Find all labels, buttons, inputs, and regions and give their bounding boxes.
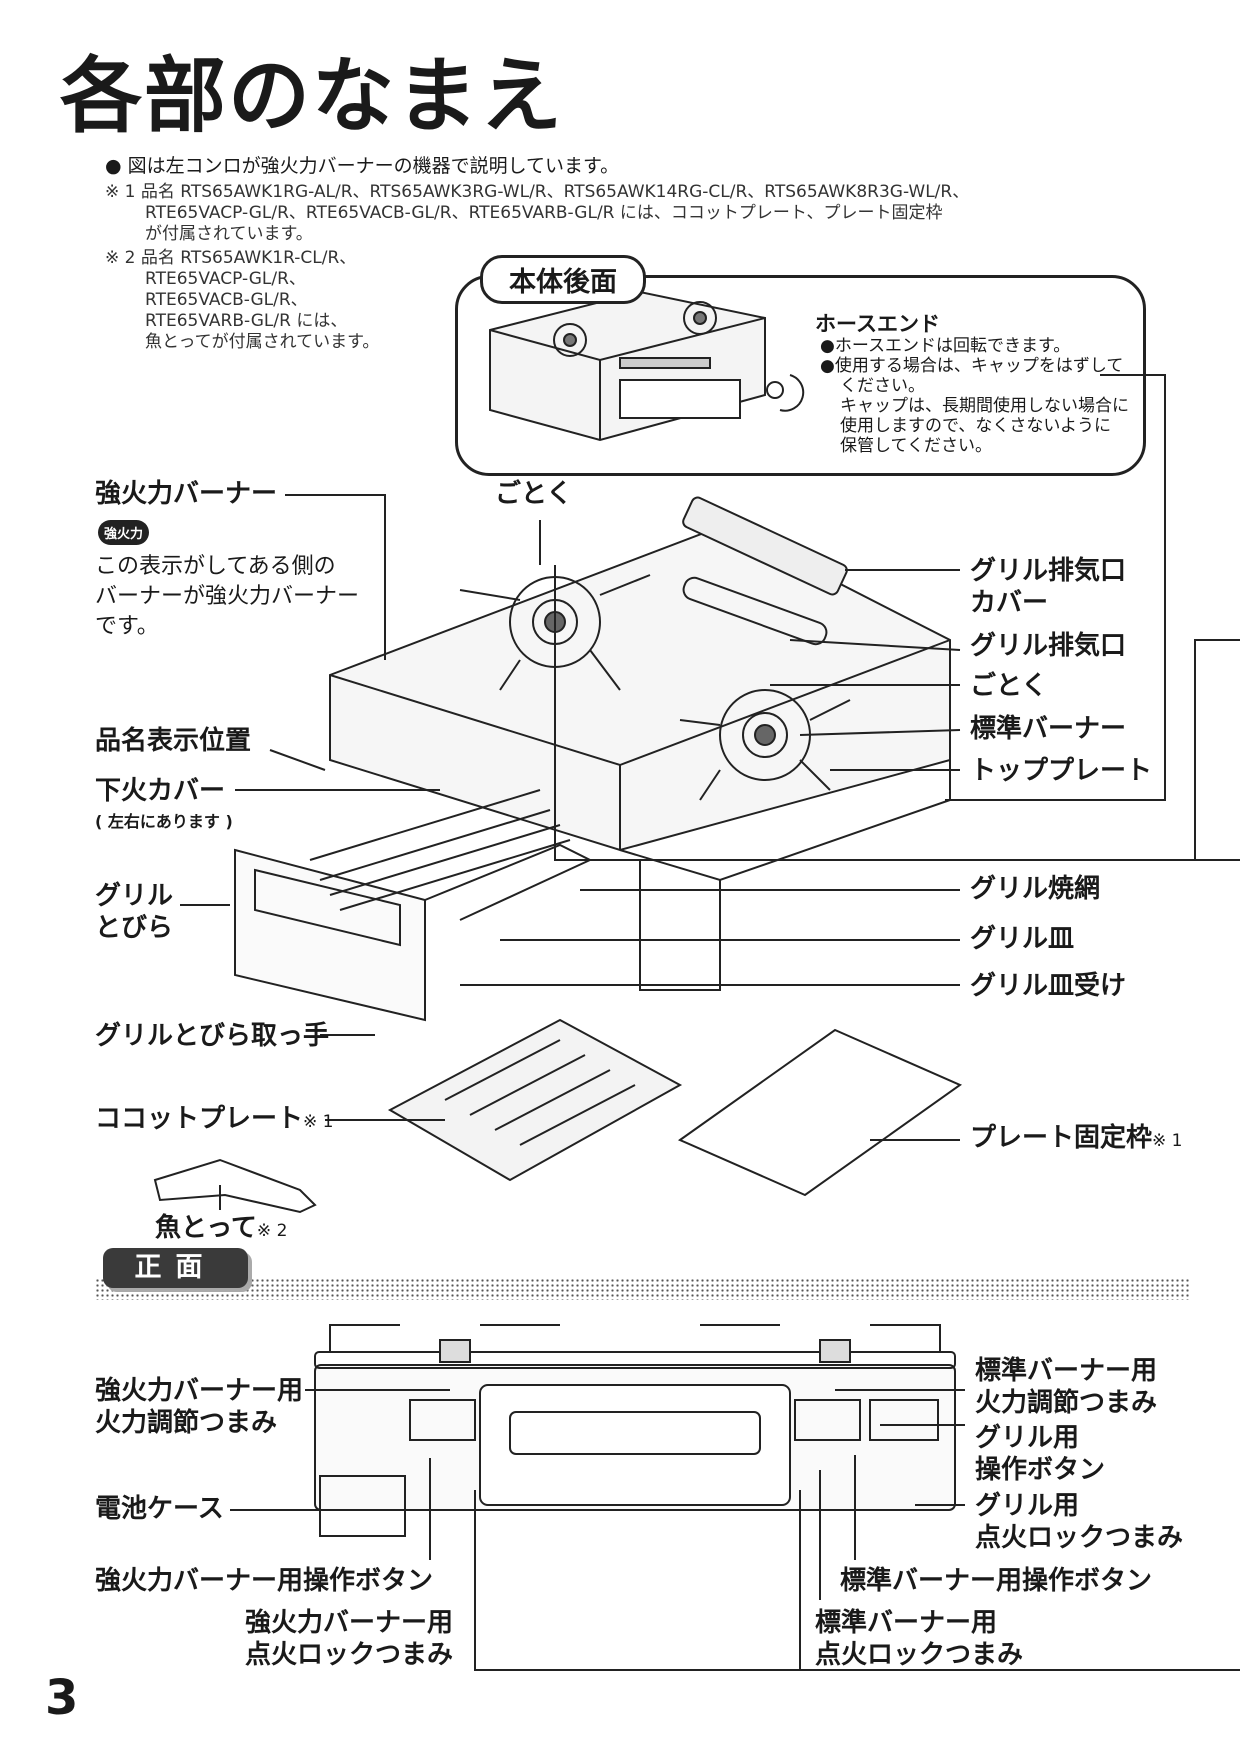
rear-view-box [455, 275, 1146, 476]
page-title: 各部のなまえ [60, 48, 565, 144]
label-strong-lock-2: 点火ロックつまみ [245, 1640, 454, 1670]
intro-note: ● 図は左コンロが強火力バーナーの機器で説明しています。 [105, 155, 620, 177]
note2-line3: RTE65VACB-GL/R、 [145, 290, 308, 310]
label-std-knob-2: 火力調節つまみ [975, 1388, 1158, 1418]
note1-line3: が付属されています。 [145, 224, 313, 244]
label-strong-lock-1: 強火力バーナー用 [245, 1608, 454, 1638]
hose-note-6: 保管してください。 [840, 436, 992, 456]
label-grill-button-2: 操作ボタン [975, 1455, 1106, 1485]
page-number: 3 [45, 1670, 79, 1726]
label-grill-dish-receiver: グリル皿受け [970, 971, 1127, 1001]
label-std-button: 標準バーナー用操作ボタン [840, 1566, 1153, 1596]
label-grill-handle: グリルとびら取っ手 [95, 1021, 330, 1051]
label-grill-lock-1: グリル用 [975, 1491, 1080, 1521]
hose-note-1: ●ホースエンドは回転できます。 [820, 336, 1071, 356]
label-grill-vent-cover-2: カバー [970, 588, 1049, 618]
strong-desc-2: バーナーが強火力バーナー [95, 584, 360, 609]
label-grill-door-1: グリル [95, 881, 174, 911]
label-lower-cover: 下火カバー [95, 776, 226, 806]
label-grill-vent-cover-1: グリル排気口 [970, 556, 1127, 586]
label-standard-burner: 標準バーナー [970, 714, 1127, 744]
dotted-divider [95, 1278, 1190, 1300]
strong-desc-3: です。 [95, 614, 159, 639]
hose-note-4: キャップは、長期間使用しない場合に [840, 396, 1129, 416]
label-grill-net: グリル焼網 [970, 874, 1101, 904]
note2-line2: RTE65VACP-GL/R、 [145, 269, 306, 289]
label-lower-cover-note: ( 左右にあります ) [95, 812, 233, 831]
label-top-plate: トッププレート [970, 756, 1153, 786]
label-std-lock-2: 点火ロックつまみ [815, 1640, 1024, 1670]
label-grill-dish: グリル皿 [970, 924, 1075, 954]
hose-note-3: ください。 [840, 376, 925, 396]
label-fish-tongs: 魚とって※ 2 [155, 1213, 288, 1243]
label-gotoku-right: ごとく [970, 671, 1048, 701]
label-std-lock-1: 標準バーナー用 [815, 1608, 998, 1638]
label-grill-button-1: グリル用 [975, 1423, 1080, 1453]
note1-line1: ※ 1 品名 RTS65AWK1RG-AL/R、RTS65AWK3RG-WL/R… [105, 182, 970, 202]
strong-badge: 強火力 [98, 520, 150, 545]
hose-note-5: 使用しますので、なくさないように [840, 416, 1111, 436]
strong-desc-1: この表示がしてある側の [95, 554, 336, 579]
label-strong-knob-2: 火力調節つまみ [95, 1408, 278, 1438]
label-battery-case: 電池ケース [95, 1494, 224, 1524]
note1-line2: RTE65VACP-GL/R、RTE65VACB-GL/R、RTE65VARB-… [145, 203, 943, 223]
note2-line4: RTE65VARB-GL/R には、 [145, 311, 348, 331]
label-strong-knob-1: 強火力バーナー用 [95, 1376, 304, 1406]
label-plate-frame: プレート固定枠※ 1 [970, 1123, 1183, 1153]
leader-lines [180, 374, 1240, 1671]
rear-view-drawing [489, 290, 805, 442]
label-grill-lock-2: 点火ロックつまみ [975, 1523, 1184, 1553]
label-gotoku-top: ごとく [495, 479, 573, 509]
label-cocotte: ココットプレート※ 1 [95, 1104, 334, 1134]
label-std-knob-1: 標準バーナー用 [975, 1356, 1158, 1386]
cooktop-drawing [153, 496, 963, 1537]
label-grill-door-2: とびら [95, 913, 174, 943]
label-strong-burner: 強火力バーナー [95, 479, 278, 509]
note2-line5: 魚とってが付属されています。 [145, 332, 380, 352]
label-model-position: 品名表示位置 [95, 726, 252, 756]
front-view-tab: 正面 [103, 1248, 248, 1288]
label-grill-vent: グリル排気口 [970, 631, 1127, 661]
hose-end-title: ホースエンド [815, 312, 940, 336]
note2-line1: ※ 2 品名 RTS65AWK1R-CL/R、 [105, 248, 357, 268]
hose-note-2: ●使用する場合は、キャップをはずして [820, 356, 1124, 376]
label-strong-button: 強火力バーナー用操作ボタン [95, 1566, 434, 1596]
rear-view-tab: 本体後面 [480, 255, 646, 304]
